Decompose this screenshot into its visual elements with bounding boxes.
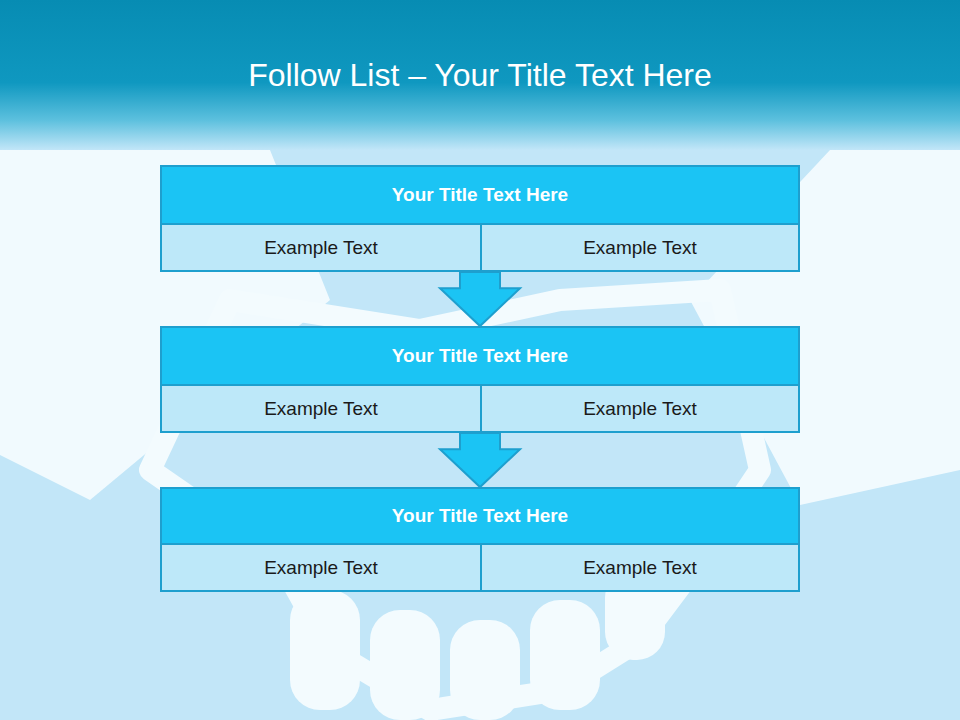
box-heading: Your Title Text Here xyxy=(392,184,568,206)
process-box: Your Title Text HereExample Text Example … xyxy=(160,326,800,433)
header-band: Follow List – Your Title Text Here xyxy=(0,0,960,150)
process-box: Your Title Text HereExample Text Example … xyxy=(160,165,800,272)
box-heading: Your Title Text Here xyxy=(392,345,568,367)
text-cell: Example Text xyxy=(480,545,798,590)
text-cell: Example Text xyxy=(480,225,798,270)
cell-text: Example Text xyxy=(264,557,378,579)
heading-band: Your Title Text Here xyxy=(162,167,798,225)
cell-text: Example Text xyxy=(264,237,378,259)
block-arrow xyxy=(440,272,520,326)
heading-band: Your Title Text Here xyxy=(162,489,798,545)
box-heading: Your Title Text Here xyxy=(392,505,568,527)
cell-text: Example Text xyxy=(583,557,697,579)
text-cell: Example Text xyxy=(162,386,480,431)
slide-title: Follow List – Your Title Text Here xyxy=(0,0,960,95)
cell-text: Example Text xyxy=(583,237,697,259)
block-arrow xyxy=(440,433,520,487)
text-cell: Example Text xyxy=(480,386,798,431)
text-cell: Example Text xyxy=(162,225,480,270)
heading-band: Your Title Text Here xyxy=(162,328,798,386)
text-cell: Example Text xyxy=(162,545,480,590)
process-box: Your Title Text HereExample Text Example … xyxy=(160,487,800,592)
cell-text: Example Text xyxy=(264,398,378,420)
cell-text: Example Text xyxy=(583,398,697,420)
